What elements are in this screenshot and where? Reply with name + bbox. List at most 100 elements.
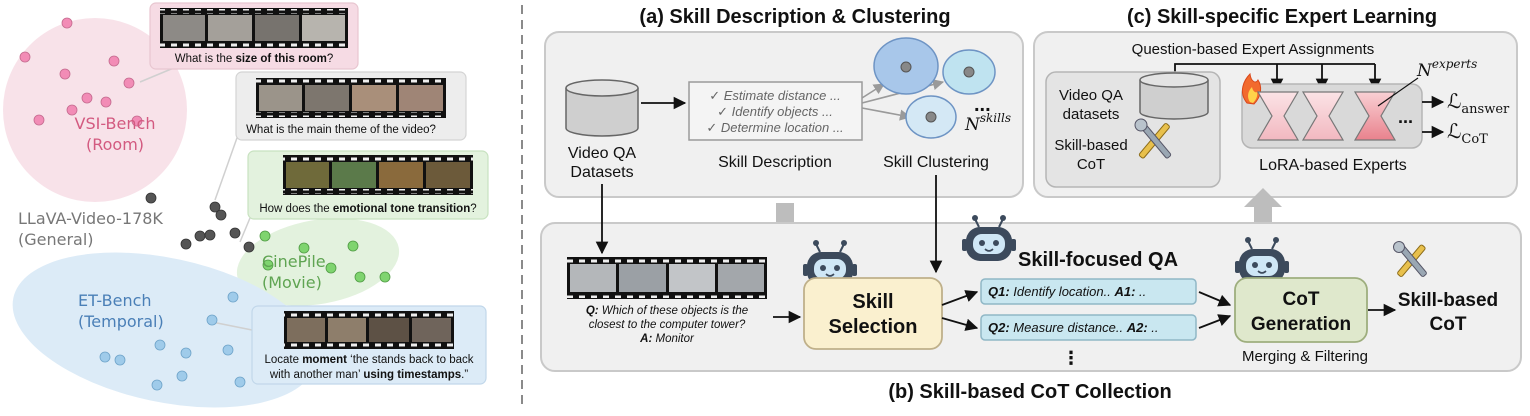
cine-point bbox=[298, 242, 310, 254]
skill-desc-box bbox=[688, 81, 863, 141]
lora-expert-3 bbox=[1353, 91, 1397, 141]
arrow-sel-to-qa1 bbox=[941, 290, 979, 306]
vsi-point bbox=[123, 77, 135, 89]
cluster-dots: ... bbox=[974, 94, 991, 116]
et-point bbox=[234, 376, 246, 388]
skill-item-3: ✓ Determine location ... bbox=[706, 120, 843, 135]
arrow-qa1-to-cot bbox=[1198, 291, 1232, 307]
datasets-label-a1: Video QA bbox=[568, 145, 637, 162]
vsi-point bbox=[66, 104, 78, 116]
skill-selection-l2: Selection bbox=[829, 316, 918, 338]
et-point bbox=[222, 344, 234, 356]
general-point bbox=[194, 230, 206, 242]
skill-item-2: ✓ Identify objects ... bbox=[717, 104, 833, 119]
cine-card: How does the emotional tone transition? bbox=[247, 150, 489, 220]
skill-item-1: ✓ Estimate distance ... bbox=[709, 88, 841, 103]
arrow-qa2-to-cot bbox=[1198, 314, 1232, 329]
general-point bbox=[180, 238, 192, 250]
datasets-label-c1: Video QA bbox=[1059, 87, 1123, 104]
cinepile-region bbox=[236, 218, 400, 306]
lora-label: LoRA-based Experts bbox=[1259, 157, 1407, 174]
vsi-question: What is the size of this room? bbox=[175, 53, 334, 65]
skill-clusters bbox=[873, 37, 996, 139]
skill-focused-qa-label: Skill-focused QA bbox=[1018, 249, 1178, 271]
n-skills-label: Nskills bbox=[964, 111, 1011, 135]
cine-point bbox=[354, 271, 366, 283]
et-point bbox=[154, 339, 166, 351]
datasets-label-c2: datasets bbox=[1063, 106, 1120, 123]
cot-generation-l2: Generation bbox=[1251, 314, 1351, 335]
tools-icon-b bbox=[1393, 241, 1427, 277]
vsi-point bbox=[19, 51, 31, 63]
et-point bbox=[206, 314, 218, 326]
vsi-region bbox=[3, 18, 187, 202]
et-point bbox=[180, 347, 192, 359]
vsi-card: What is the size of this room? bbox=[149, 2, 359, 70]
merging-label: Merging & Filtering bbox=[1242, 348, 1368, 365]
connector-general bbox=[214, 134, 239, 201]
et-point bbox=[227, 291, 239, 303]
tools-icon-c bbox=[1134, 118, 1172, 159]
et-sub: (Temporal) bbox=[78, 312, 164, 331]
general-point bbox=[145, 192, 157, 204]
panel-b-title: (b) Skill-based CoT Collection bbox=[888, 381, 1171, 403]
output-l2: CoT bbox=[1430, 314, 1467, 335]
cine-point bbox=[262, 259, 274, 271]
vsi-label: VSI-Bench bbox=[75, 114, 156, 133]
skill-selection-l1: Skill bbox=[852, 291, 893, 313]
database-icon-c bbox=[1139, 72, 1209, 120]
query-question-2: closest to the computer tower? bbox=[589, 319, 746, 331]
et-points bbox=[99, 291, 246, 391]
vsi-point bbox=[131, 115, 143, 127]
robot-icon-qa bbox=[962, 215, 1016, 261]
qa-vdots: ⋮ bbox=[1062, 348, 1080, 368]
vsi-point bbox=[61, 17, 73, 29]
cot-generation-l1: CoT bbox=[1283, 289, 1320, 310]
et-card: Locate moment ‘the stands back to back w… bbox=[251, 305, 487, 385]
et-label: ET-Bench bbox=[78, 291, 152, 310]
query-answer: A: Monitor bbox=[639, 333, 695, 345]
panel-a-title: (a) Skill Description & Clustering bbox=[639, 6, 950, 28]
qa1-box bbox=[980, 278, 1197, 305]
vsi-points bbox=[19, 17, 143, 127]
skill-cluster-label: Skill Clustering bbox=[883, 154, 989, 171]
skill-selection-box bbox=[803, 277, 943, 350]
cine-question: How does the emotional tone transition? bbox=[259, 203, 476, 215]
datasets-label-a2: Datasets bbox=[570, 164, 633, 181]
arrow-to-cluster-1 bbox=[861, 83, 885, 99]
et-point bbox=[151, 379, 163, 391]
connector-cine bbox=[239, 217, 251, 243]
general-points bbox=[145, 192, 255, 253]
arrow-b-to-c bbox=[1244, 188, 1282, 224]
et-point bbox=[114, 354, 126, 366]
cine-point bbox=[259, 230, 271, 242]
panel-c-title: (c) Skill-specific Expert Learning bbox=[1127, 6, 1437, 28]
cine-point bbox=[325, 262, 337, 274]
qa2-box bbox=[980, 314, 1197, 341]
panel-b: (b) Skill-based CoT Collection Q: Which … bbox=[540, 175, 1522, 403]
general-point bbox=[215, 209, 227, 221]
general-point bbox=[243, 241, 255, 253]
cine-point bbox=[379, 271, 391, 283]
loss-answer: ℒanswer bbox=[1447, 89, 1510, 117]
vsi-sub: (Room) bbox=[86, 135, 144, 154]
qa2-text: Q2: Measure distance.. A2: .. bbox=[988, 320, 1159, 335]
cine-sub: (Movie) bbox=[262, 273, 322, 292]
arrow-sel-to-qa2 bbox=[941, 317, 979, 331]
vsi-point bbox=[100, 96, 112, 108]
cot-label-c2: CoT bbox=[1077, 156, 1105, 173]
loss-cot: ℒCoT bbox=[1447, 119, 1488, 147]
general-point bbox=[204, 229, 216, 241]
vsi-point bbox=[108, 55, 120, 67]
et-question-line1: Locate moment ‘the stands back to back bbox=[264, 354, 473, 366]
cot-generation-box bbox=[1234, 277, 1368, 343]
cine-label: CinePile bbox=[262, 252, 326, 271]
qa1-text: Q1: Identify location.. A1: .. bbox=[988, 284, 1146, 299]
output-l1: Skill-based bbox=[1398, 290, 1498, 311]
et-point bbox=[99, 351, 111, 363]
general-question: What is the main theme of the video? bbox=[246, 124, 436, 136]
cine-point bbox=[347, 240, 359, 252]
et-question-line2: with another man’ using timestamps.” bbox=[269, 369, 469, 381]
